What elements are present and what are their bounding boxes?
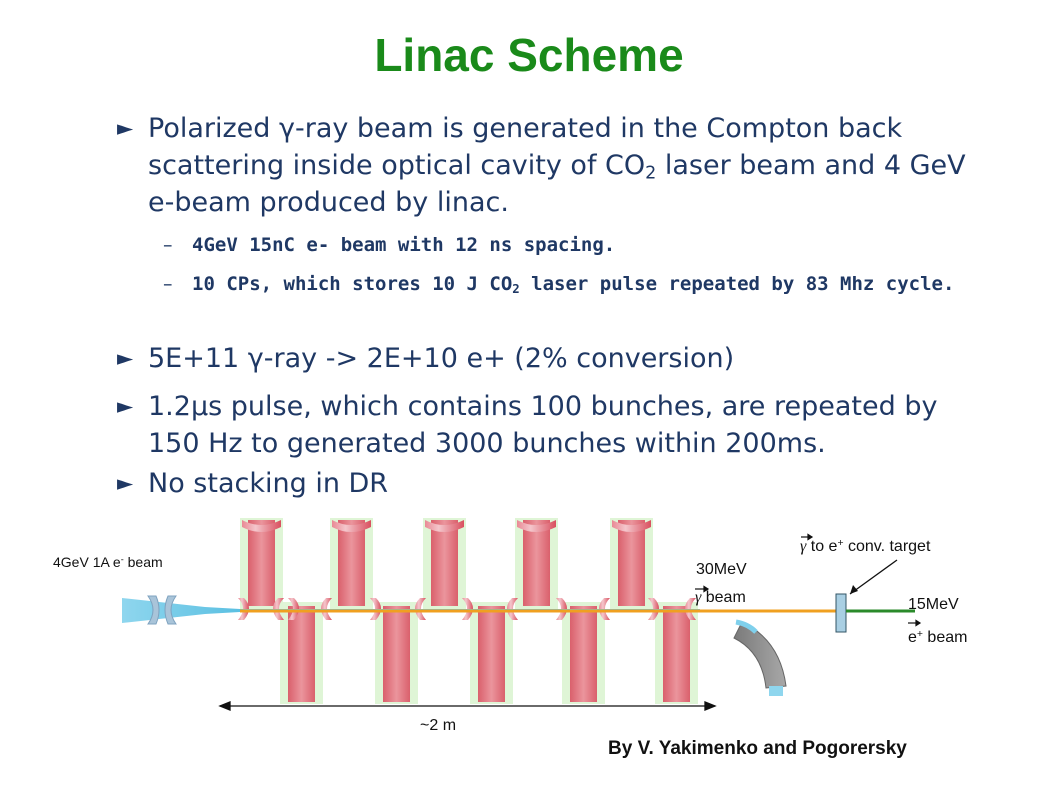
bending-magnet xyxy=(733,621,787,689)
cavity-bottom-2 xyxy=(375,602,418,704)
bullet-marker: ► xyxy=(117,394,134,418)
dump-beam xyxy=(769,686,783,696)
bullet-text: 1.2μs pulse, which contains 100 bunches,… xyxy=(148,391,938,459)
slide-title: Linac Scheme xyxy=(374,29,684,81)
bullet-marker: ► xyxy=(117,471,134,495)
subbullet-text: 4GeV 15nC e- beam with 12 ns spacing. xyxy=(192,234,616,256)
subbullet-text: 10 CPs, which stores 10 J CO2 laser puls… xyxy=(192,273,955,297)
target-arrow xyxy=(849,559,898,595)
positron-label-2: e+ beam xyxy=(908,628,968,646)
cavity-top-2 xyxy=(330,518,373,610)
cavity-bottom-4 xyxy=(562,602,605,704)
cavity-top-5 xyxy=(610,518,653,610)
subbullet-marker: – xyxy=(163,234,173,256)
bullet-marker: ► xyxy=(117,116,134,140)
length-dimension xyxy=(218,701,717,711)
credit: By V. Yakimenko and Pogorersky xyxy=(608,738,907,759)
cavity-bottom-3 xyxy=(470,602,513,704)
gamma30-label-1: 30MeV xyxy=(696,561,747,578)
cavity-top-4 xyxy=(515,518,558,610)
bent-ebeam xyxy=(735,619,758,634)
bullet-text: Polarized γ-ray beam is generated in the… xyxy=(148,113,966,218)
cavity-bottom-1 xyxy=(280,602,323,704)
conversion-target-label: γ to e+ conv. target xyxy=(800,537,931,555)
bullet-marker: ► xyxy=(117,346,134,370)
cavity-top-1 xyxy=(240,518,283,610)
gamma30-label-2: γ beam xyxy=(695,589,746,606)
cavity-top-3 xyxy=(423,518,466,610)
conversion-target xyxy=(835,593,847,633)
target-arrowhead xyxy=(850,585,858,594)
length-label: ~2 m xyxy=(420,717,457,734)
ebeam-label: 4GeV 1A e- beam xyxy=(53,554,163,570)
focusing-magnet-icon xyxy=(147,595,177,625)
vector-marks xyxy=(695,533,922,627)
electron-beam xyxy=(122,598,240,623)
bullet-text: No stacking in DR xyxy=(148,468,389,499)
bullet-text: 5E+11 γ-ray -> 2E+10 e+ (2% conversion) xyxy=(148,343,735,374)
subbullet-marker: – xyxy=(163,273,173,295)
positron-label-1: 15MeV xyxy=(908,596,959,613)
